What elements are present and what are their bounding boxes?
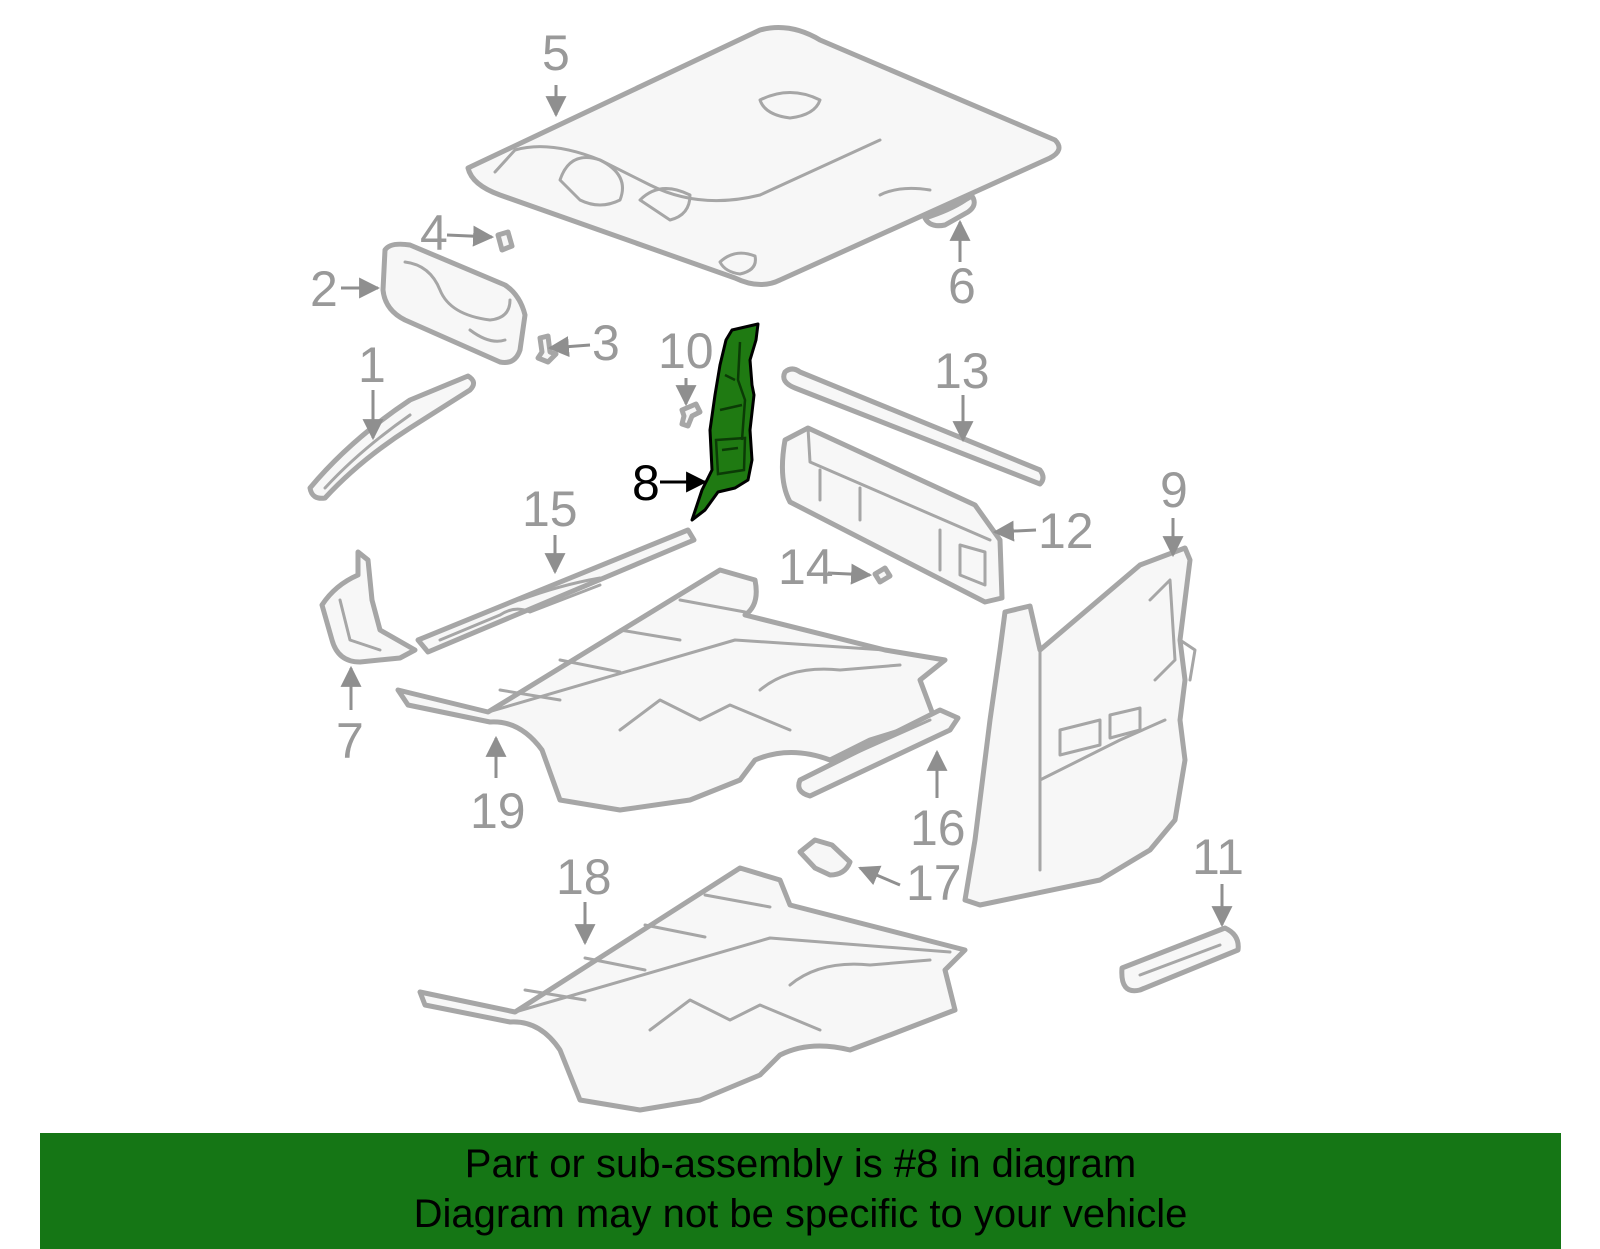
banner-line-1: Part or sub-assembly is #8 in diagram [464,1142,1137,1186]
callout-labels: 5 4 2 3 1 6 10 8 13 12 14 15 9 7 19 16 1… [310,25,1244,911]
callout-15: 15 [522,481,578,537]
callout-19: 19 [470,783,526,839]
callout-11: 11 [1192,829,1244,885]
parts-diagram: 5 4 2 3 1 6 10 8 13 12 14 15 9 7 19 16 1… [307,25,1244,1113]
callout-18: 18 [556,849,612,905]
callout-17: 17 [906,855,962,911]
clip-part-14 [872,565,893,585]
bracket-part-17 [797,837,853,878]
leader-arrows [340,85,1233,946]
callout-9: 9 [1160,462,1188,518]
callout-2: 2 [310,261,338,317]
sun-visor-part-2 [380,241,528,365]
b-pillar-trim-part-8 [690,322,760,522]
info-banner: Part or sub-assembly is #8 in diagram Di… [40,1133,1561,1249]
callout-10: 10 [658,323,714,379]
quarter-trim-part-9 [962,545,1197,908]
grab-handle-part-6 [922,193,977,229]
headliner-part-5 [465,25,1062,287]
left-sill-plate-part-15 [415,527,697,655]
front-floor-carpet-part-19 [395,567,948,813]
rear-floor-carpet-part-18 [417,865,968,1113]
callout-16: 16 [910,800,966,856]
callout-14: 14 [778,539,834,595]
callout-6: 6 [948,258,976,314]
visor-clip-part-4 [495,229,515,253]
banner-line-2: Diagram may not be specific to your vehi… [413,1192,1188,1236]
callout-12: 12 [1038,503,1094,559]
right-sill-plate-part-16 [796,707,961,799]
clip-part-10 [679,401,703,429]
armrest-part-11 [1119,925,1241,994]
a-pillar-trim-part-1 [307,373,476,501]
callout-7: 7 [336,713,364,769]
trim-strip-part-13 [781,366,1046,487]
callout-4: 4 [420,205,448,261]
kick-panel-part-7 [319,549,418,665]
callout-5: 5 [542,25,570,81]
callout-13: 13 [934,343,990,399]
callout-8: 8 [632,455,660,511]
callout-1: 1 [358,337,386,393]
callout-3: 3 [592,315,620,371]
